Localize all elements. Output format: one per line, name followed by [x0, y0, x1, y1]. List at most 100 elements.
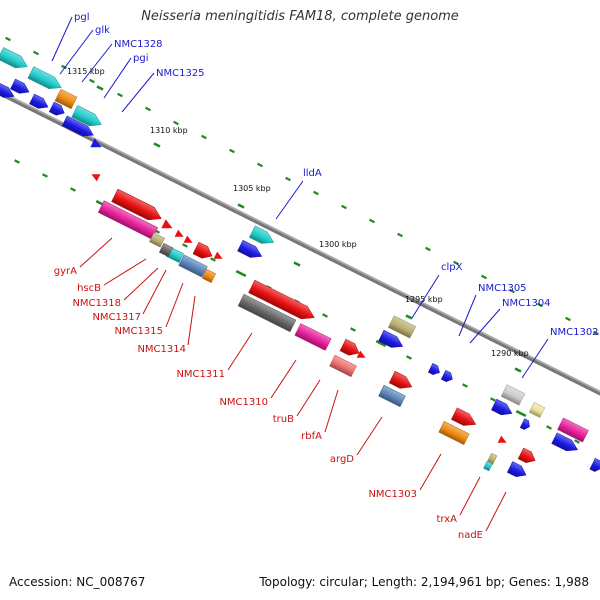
feature-clpX-cds[interactable] [378, 329, 406, 351]
feature-cds[interactable] [10, 78, 31, 97]
feature-small[interactable] [356, 350, 368, 362]
feature-nmc1302-cds[interactable] [491, 398, 514, 419]
gene-pgi-leader [103, 57, 132, 99]
gene-clpX-label[interactable]: clpX [441, 262, 463, 273]
feature-nmc1301[interactable] [557, 417, 589, 443]
feature-cds[interactable] [90, 171, 101, 182]
feature-small[interactable] [201, 268, 217, 284]
scale-tick [145, 106, 151, 112]
feature-cds[interactable] [0, 82, 16, 102]
feature-gyrA[interactable] [111, 188, 165, 225]
feature-nmc1303[interactable] [451, 407, 478, 430]
feature-cds[interactable] [90, 138, 103, 151]
scale-tick [33, 50, 39, 56]
feature-cds-shape [10, 78, 30, 94]
gene-nmc1304-label[interactable]: NMC1304 [502, 298, 551, 309]
gene-trxA-label[interactable]: trxA [436, 514, 457, 525]
feature-lldA[interactable] [249, 225, 276, 248]
scale-tick [453, 260, 459, 266]
gene-nmc1303-label[interactable]: NMC1303 [368, 489, 417, 500]
gene-nmc1315-label[interactable]: NMC1315 [114, 326, 163, 337]
feature-clpX-shape [388, 315, 416, 339]
feature-cds-shape [91, 174, 101, 182]
feature-small[interactable] [183, 235, 195, 247]
gene-nmc1317-label[interactable]: NMC1317 [92, 312, 141, 323]
feature-trub[interactable] [339, 338, 362, 359]
feature-clpX[interactable] [388, 315, 416, 339]
scale-label: 1310 kbp [150, 126, 188, 135]
feature-small[interactable] [497, 435, 509, 447]
gene-truB-label[interactable]: truB [273, 414, 294, 425]
feature-nmc1317[interactable] [158, 242, 174, 258]
feature-nmc1303-shape [451, 407, 477, 426]
feature-small[interactable] [174, 229, 186, 241]
gene-lldA-label[interactable]: lldA [303, 168, 322, 179]
feature-pgi[interactable] [71, 105, 105, 130]
feature-small[interactable] [528, 402, 546, 418]
gene-nmc1314-label[interactable]: NMC1314 [137, 344, 186, 355]
gene-nmc1325-label[interactable]: NMC1325 [156, 68, 205, 79]
feature-nmc1311-b-shape [237, 293, 297, 333]
feature-nmc1301-cds[interactable] [551, 432, 581, 455]
gene-nadE-label[interactable]: nadE [458, 530, 483, 541]
gene-pgl-leader [51, 16, 73, 62]
feature-nmc1314-shape [178, 254, 208, 278]
feature-pgl[interactable] [0, 47, 30, 72]
gene-nmc1311-label[interactable]: NMC1311 [176, 369, 225, 380]
gene-hscB-label[interactable]: hscB [77, 283, 101, 294]
feature-nmc1328-shape [54, 88, 78, 110]
feature-nmc1311[interactable] [248, 279, 318, 324]
feature-nmc1303-b[interactable] [438, 421, 470, 445]
feature-trxA[interactable] [517, 447, 538, 466]
feature-nmc1302[interactable] [500, 384, 526, 406]
feature-small[interactable] [483, 460, 493, 472]
feature-lldA-cds[interactable] [237, 239, 265, 261]
feature-cds[interactable] [48, 101, 66, 118]
feature-hscB[interactable] [149, 232, 165, 248]
feature-nmc1305[interactable] [427, 362, 441, 376]
accession-label: Accession: NC_008767 [9, 575, 146, 589]
gene-nmc1302-label[interactable]: NMC1302 [550, 327, 599, 338]
feature-argD-b[interactable] [378, 384, 406, 408]
gene-pgl-label[interactable]: pgl [74, 12, 89, 23]
feature-small-shape [183, 235, 193, 243]
gene-gyrA-label[interactable]: gyrA [54, 266, 77, 277]
feature-small[interactable] [213, 251, 225, 263]
feature-nmc1325[interactable] [61, 115, 96, 140]
scale-tick [14, 159, 20, 164]
gene-rbfA-label[interactable]: rbfA [301, 431, 322, 442]
gene-nmc1304-leader [469, 308, 501, 344]
feature-small[interactable] [161, 219, 174, 232]
feature-rbfA[interactable] [329, 354, 357, 378]
feature-trxA-shape [517, 447, 536, 463]
feature-gyrA-shape [111, 188, 162, 221]
feature-cds[interactable] [29, 93, 50, 112]
scale-tick [515, 409, 527, 418]
scale-tick [235, 269, 247, 278]
feature-small[interactable] [589, 458, 600, 473]
scale-tick [593, 330, 599, 336]
feature-nmc1304[interactable] [440, 369, 454, 383]
feature-nmc1311-b[interactable] [237, 293, 297, 333]
gene-nmc1315-leader [165, 282, 184, 328]
gene-nmc1328-label[interactable]: NMC1328 [114, 39, 163, 50]
gene-nmc1318-leader [123, 267, 159, 301]
feature-nadE[interactable] [506, 461, 528, 481]
feature-nmc1315[interactable] [192, 241, 215, 262]
gene-argD-leader [356, 416, 383, 456]
feature-small-shape [483, 460, 493, 472]
gene-nmc1310-label[interactable]: NMC1310 [219, 397, 268, 408]
feature-small[interactable] [486, 452, 498, 466]
feature-small[interactable] [519, 418, 532, 432]
feature-nmc1314[interactable] [178, 254, 208, 278]
gene-argD-label[interactable]: argD [330, 454, 354, 465]
gene-nmc1305-label[interactable]: NMC1305 [478, 283, 527, 294]
feature-glk[interactable] [27, 66, 64, 94]
gene-glk-label[interactable]: glk [95, 25, 110, 36]
feature-argD[interactable] [388, 370, 414, 392]
feature-nmc1328[interactable] [54, 88, 78, 110]
gene-pgi-label[interactable]: pgi [133, 53, 148, 64]
scale-tick [229, 148, 235, 154]
gene-nmc1318-label[interactable]: NMC1318 [72, 298, 121, 309]
feature-nmc1310[interactable] [294, 323, 332, 351]
